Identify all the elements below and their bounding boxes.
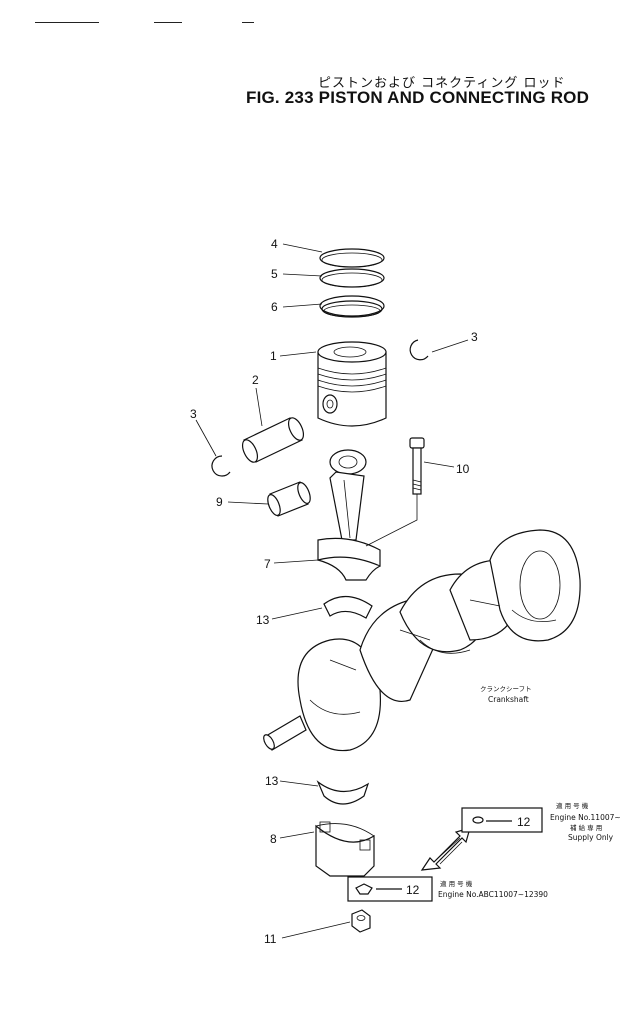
callout-12-lower: 12 [406, 883, 420, 897]
callout-13-upper: 13 [256, 613, 270, 627]
callout-5: 5 [271, 267, 278, 281]
supply-upper-line3: 補 給 専 用 [570, 823, 602, 832]
supply-box-lower [347, 876, 433, 902]
snap-ring-left [211, 455, 231, 477]
callout-8: 8 [270, 832, 277, 846]
supply-upper-line2: Engine No.11007~ [550, 813, 621, 822]
callout-11: 11 [264, 932, 277, 946]
supply-lower-line2: Engine No.ABC11007~12390 [438, 890, 548, 899]
callout-4: 4 [271, 237, 278, 251]
small-end-bushing [267, 481, 311, 517]
callout-12-upper: 12 [517, 815, 531, 829]
connecting-rod-cap [315, 821, 375, 877]
snap-ring-right [409, 339, 429, 361]
title-japanese: ピストンおよび コネクティング ロッド [318, 76, 566, 91]
callout-1: 1 [270, 349, 277, 363]
piston-ring-oil [319, 295, 385, 318]
bearing-shell-upper [323, 595, 373, 619]
piston-ring-second [319, 268, 385, 288]
supply-box-upper [461, 807, 543, 833]
callout-7: 7 [264, 557, 271, 571]
header-rule-2 [154, 22, 182, 23]
crankshaft-label-japanese: クランクシーフト [480, 685, 532, 693]
piston-pin [241, 417, 305, 463]
header-rule-3 [242, 22, 254, 23]
nut [351, 909, 371, 933]
supply-upper-line1: 適 用 号 機 [556, 801, 589, 810]
callout-9: 9 [216, 495, 223, 509]
crankshaft-label-english: Crankshaft [488, 695, 529, 704]
callout-13-lower: 13 [265, 774, 279, 788]
crankshaft [263, 529, 581, 752]
callout-2: 2 [252, 373, 259, 387]
callout-3-left: 3 [190, 407, 197, 421]
connecting-rod [317, 449, 381, 581]
piston [317, 341, 387, 427]
piston-ring-top [319, 248, 385, 268]
header-rule-1 [35, 22, 99, 23]
callout-10: 10 [456, 462, 470, 476]
supply-lower-line1: 適 用 号 機 [440, 879, 473, 888]
connecting-rod-bolt [365, 437, 425, 547]
supply-upper-line4: Supply Only [568, 833, 614, 842]
callout-3-right: 3 [471, 330, 478, 344]
bearing-shell-lower [316, 780, 370, 805]
title-english: FIG. 233 PISTON AND CONNECTING ROD [246, 88, 590, 107]
callout-6: 6 [271, 300, 278, 314]
